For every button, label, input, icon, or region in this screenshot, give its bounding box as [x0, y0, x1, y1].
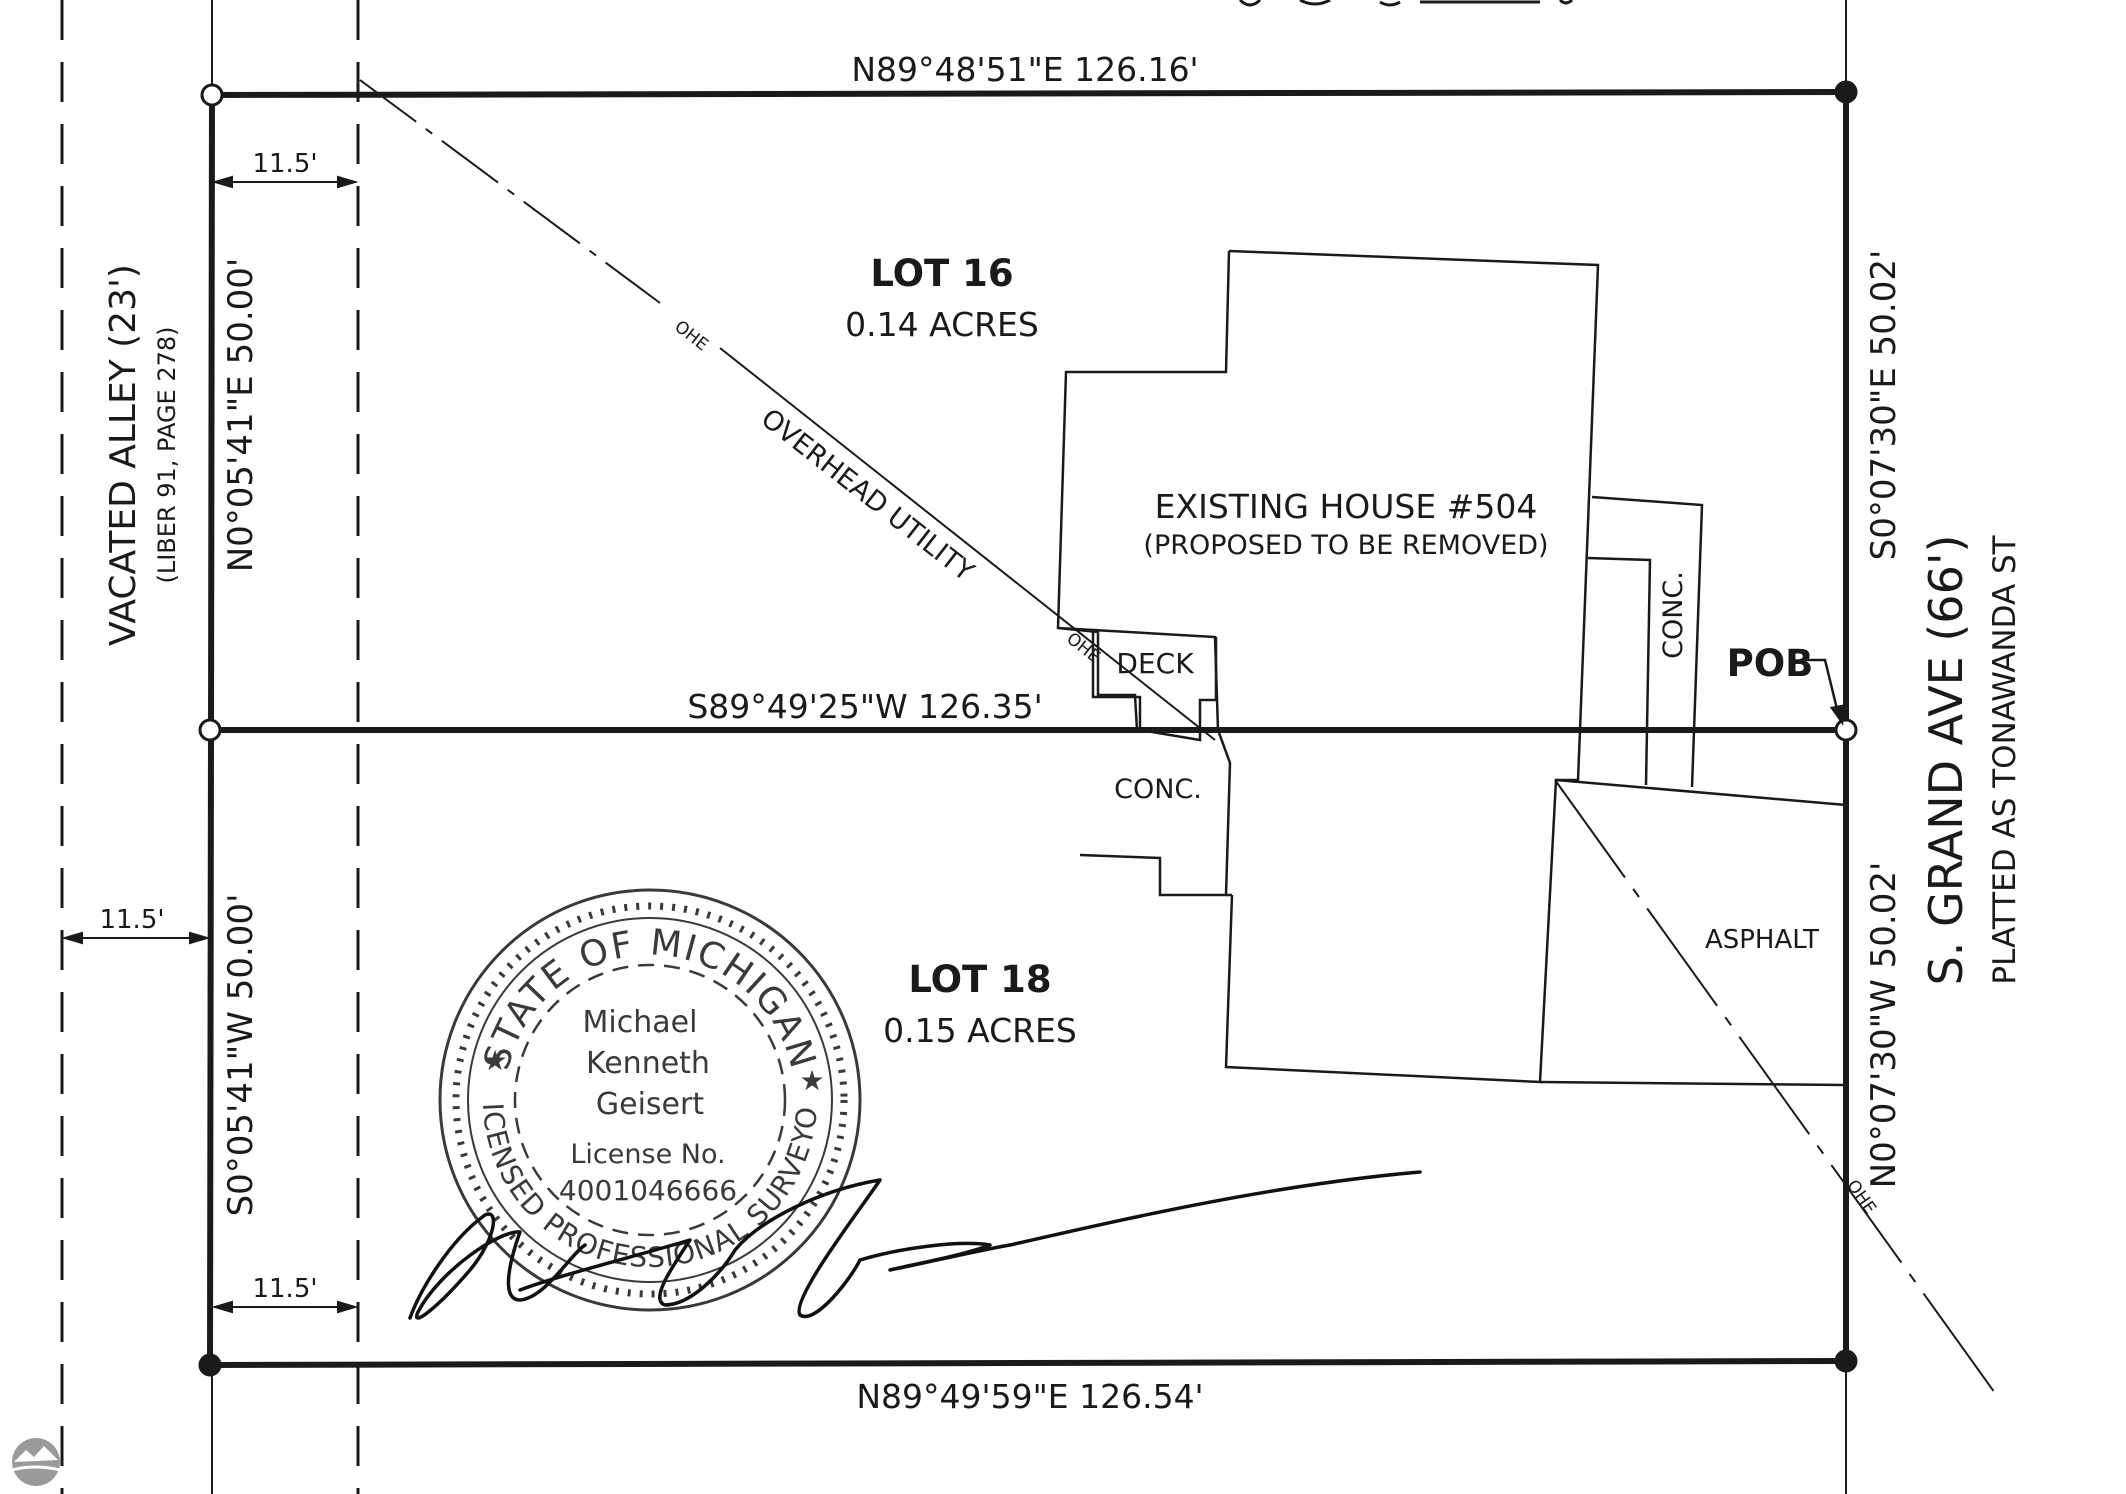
boundary-lines: [207, 89, 1849, 1368]
seal-name-3: Geisert: [596, 1087, 704, 1122]
concrete-walk: [1587, 495, 1704, 788]
grand-ave-label: S. GRAND AVE (66'): [1919, 535, 1973, 986]
seal-star-right: ★: [799, 1064, 824, 1097]
bearing-middle: S89°49'25"W 126.35': [687, 687, 1042, 726]
lot-18-area: 0.15 ACRES: [883, 1011, 1077, 1050]
extension-lines: [211, 0, 1847, 1494]
corner-ne: [1834, 80, 1858, 104]
house-title: EXISTING HOUSE #504: [1155, 487, 1538, 526]
ohe-label-upper: OHE: [670, 317, 711, 355]
asphalt-drive: [1539, 778, 1847, 1087]
seal-name-2: Kenneth: [586, 1046, 710, 1081]
lot-18-name: LOT 18: [908, 958, 1051, 1001]
lot-16-name: LOT 16: [870, 252, 1013, 295]
pob-leader: [1800, 658, 1844, 726]
alley-ref: (LIBER 91, PAGE 278): [153, 326, 181, 583]
dim-middle: 11.5': [99, 905, 164, 935]
alley-name: VACATED ALLEY (23'): [103, 264, 144, 646]
lot-16-area: 0.14 ACRES: [845, 305, 1039, 344]
asphalt-label: ASPHALT: [1705, 925, 1819, 955]
corner-nw: [200, 83, 224, 107]
seal-license-label: License No.: [570, 1139, 725, 1170]
bearing-west-upper: N0°05'41"E 50.00': [221, 258, 261, 573]
conc-right-label: CONC.: [1658, 571, 1689, 659]
pob-label: POB: [1727, 642, 1814, 685]
seal-name-1: Michael: [583, 1005, 698, 1040]
house-note: (PROPOSED TO BE REMOVED): [1143, 530, 1548, 561]
alley-dashed-lines: [60, 0, 360, 1494]
deck-outline: [1091, 631, 1218, 742]
corner-sw: [198, 1353, 222, 1377]
corner-se: [1834, 1349, 1858, 1373]
cropped-top-text: [1238, 0, 1574, 7]
surveyor-signature: [408, 1170, 1422, 1320]
bearing-west-lower: S0°05'41"W 50.00': [221, 894, 261, 1217]
overhead-utility-label: OVERHEAD UTILITY: [755, 403, 980, 588]
bearing-east-lower: N0°07'30"W 50.02': [1864, 862, 1904, 1189]
dim-lower: 11.5': [252, 1274, 317, 1304]
deck-label: DECK: [1116, 647, 1194, 680]
bearing-east-upper: S0°07'30"E 50.02': [1864, 250, 1904, 561]
corner-pob: [1834, 718, 1858, 742]
overhead-utility-lines: [359, 79, 2001, 1401]
bottom-boundary: [207, 1358, 1849, 1368]
brand-logo-icon: [11, 1438, 61, 1486]
dimension-lines: [61, 175, 359, 1314]
corner-w-mid: [198, 718, 222, 742]
dim-upper: 11.5': [252, 149, 317, 179]
grand-ave-note: PLATTED AS TONAWANDA ST: [1987, 534, 2023, 984]
seal-license-number: 4001046666: [559, 1174, 737, 1207]
conc-lower-label: CONC.: [1114, 774, 1202, 805]
seal-star-left: ★: [482, 1044, 507, 1077]
corner-monuments: [198, 80, 1858, 1377]
bearing-top: N89°48'51"E 126.16': [851, 50, 1198, 89]
surveyor-seal: STATE OF MICHIGAN LICENSED PROFESSIONAL …: [0, 0, 862, 1312]
bearing-bottom: N89°49'59"E 126.54': [856, 1377, 1203, 1416]
top-boundary: [209, 89, 1849, 98]
